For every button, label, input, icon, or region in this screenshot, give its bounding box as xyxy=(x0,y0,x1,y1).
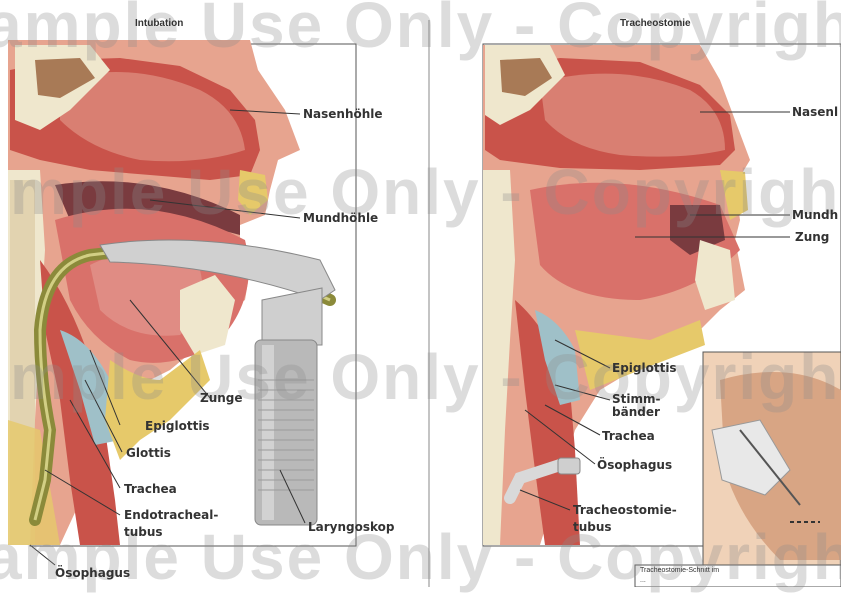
label-mundhoehle-right: Mundh xyxy=(792,208,838,222)
label-zunge: Zunge xyxy=(200,391,243,405)
watermark-line: mple Use Only - Copyrighte xyxy=(10,155,841,229)
label-glottis: Glottis xyxy=(126,446,171,460)
label-trachea-right: Trachea xyxy=(602,429,655,443)
label-stimm: Stimm- xyxy=(612,392,660,406)
watermark-line: mple Use Only - Copyrighte xyxy=(10,340,841,414)
label-epiglottis: Epiglottis xyxy=(145,419,210,433)
label-tracheostomie: Tracheostomie- xyxy=(573,503,677,517)
label-zunge-right: Zung xyxy=(795,230,829,244)
inset-caption-line1: Tracheostomie-Schnitt im xyxy=(640,567,719,574)
label-baender: bänder xyxy=(612,405,660,419)
tracheostomy-connector xyxy=(558,458,580,474)
inset-caption-line2: ... xyxy=(640,577,646,584)
watermark-line: ample Use Only - Copyrighte xyxy=(0,0,841,62)
label-laryngoskop: Laryngoskop xyxy=(308,520,395,534)
label-oesophagus-right: Ösophagus xyxy=(597,458,672,472)
label-trachea: Trachea xyxy=(124,482,177,496)
left-panel-title: Intubation xyxy=(135,18,183,29)
laryngoscope-neck xyxy=(262,288,322,345)
label-endotracheal-tubus: tubus xyxy=(124,525,163,539)
label-nasenhoehle-right: Nasenl xyxy=(792,105,838,119)
label-mundhoehle: Mundhöhle xyxy=(303,211,378,225)
label-nasenhoehle: Nasenhöhle xyxy=(303,107,383,121)
label-endotracheal: Endotracheal- xyxy=(124,508,218,522)
label-epiglottis-right: Epiglottis xyxy=(612,361,677,375)
label-tracheostomie-tubus: tubus xyxy=(573,520,612,534)
label-oesophagus: Ösophagus xyxy=(55,566,130,580)
right-panel-title: Tracheostomie xyxy=(620,18,691,29)
